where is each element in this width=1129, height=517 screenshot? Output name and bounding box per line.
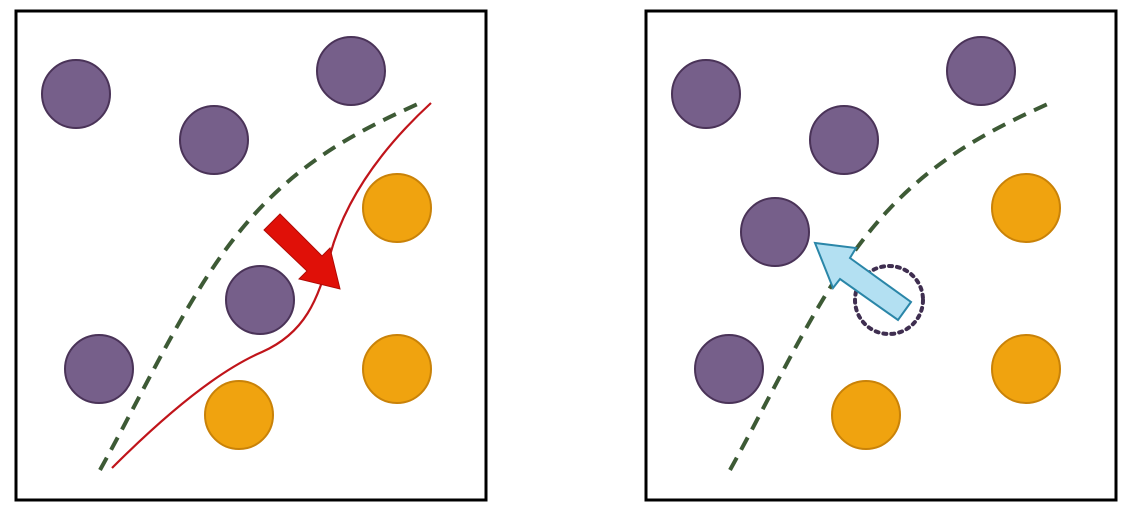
purple-point <box>694 334 764 404</box>
orange-point <box>204 380 274 450</box>
new-decision-boundary <box>111 102 432 469</box>
left-panel <box>14 9 488 502</box>
original-position-dotted-circle <box>853 264 925 336</box>
right-panel <box>644 9 1118 502</box>
purple-point <box>179 105 249 175</box>
purple-point <box>740 197 810 267</box>
purple-point <box>946 36 1016 106</box>
purple-point <box>41 59 111 129</box>
purple-point <box>225 265 295 335</box>
purple-point <box>316 36 386 106</box>
purple-point <box>671 59 741 129</box>
purple-points <box>41 36 386 404</box>
purple-points <box>671 36 1016 404</box>
orange-point <box>831 380 901 450</box>
orange-point <box>991 334 1061 404</box>
red-arrow-icon <box>263 213 341 290</box>
purple-point <box>64 334 134 404</box>
orange-points <box>831 173 1061 450</box>
orange-point <box>362 173 432 243</box>
decision-boundary-dashed <box>98 101 421 471</box>
blue-arrow-icon <box>813 241 913 322</box>
orange-points <box>204 173 432 450</box>
decision-boundary-dashed <box>728 101 1051 471</box>
orange-point <box>991 173 1061 243</box>
purple-point <box>809 105 879 175</box>
orange-point <box>362 334 432 404</box>
